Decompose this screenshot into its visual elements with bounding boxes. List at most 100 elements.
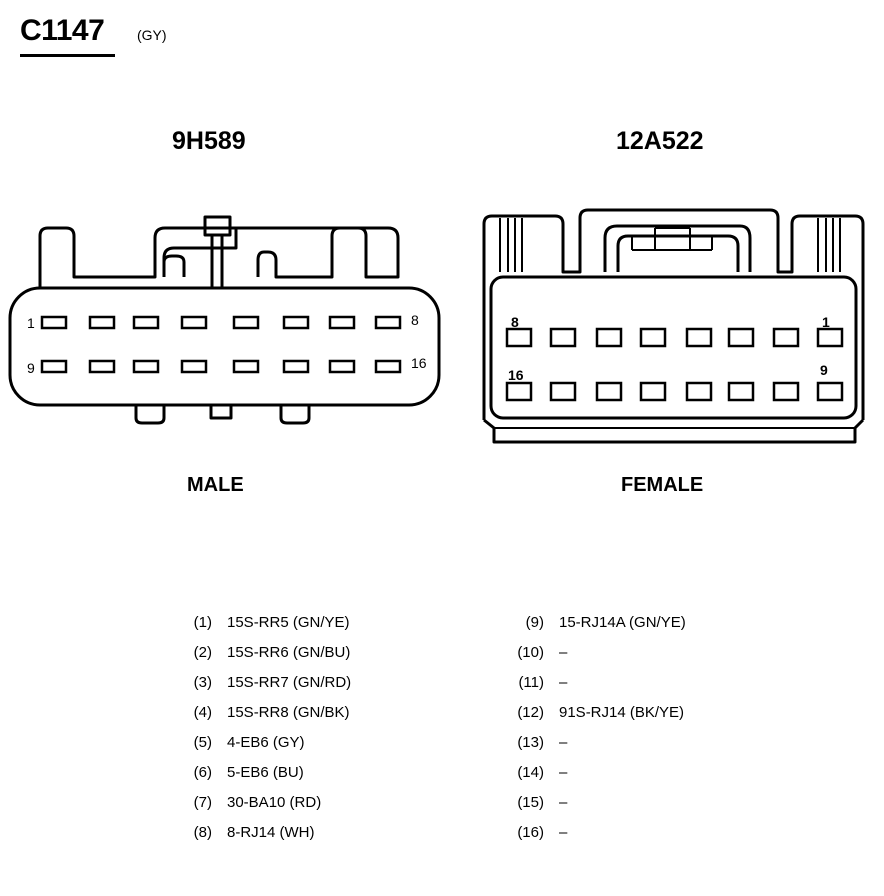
pinout-row: (15) [0, 794, 544, 814]
male-pin-cavity [88, 359, 116, 374]
pinout-row: (2) [0, 644, 212, 664]
male-pin-cavities [40, 315, 402, 374]
male-peg-left [134, 405, 166, 425]
pinout-row: (4) [0, 704, 212, 724]
connector-color-code: (GY) [137, 27, 167, 43]
male-peg-right [279, 405, 311, 425]
circuit-label: 8-RJ14 (WH) [227, 824, 315, 841]
female-pin-cavity [772, 327, 800, 348]
female-part-number: 12A522 [616, 127, 704, 155]
female-pin-label-9: 9 [820, 362, 828, 378]
circuit-label: 30-BA10 (RD) [227, 794, 322, 811]
pinout-row: (7) [0, 794, 212, 814]
male-pin-cavity [328, 315, 356, 330]
pinout-row: (1) [0, 614, 212, 634]
circuit-label: 15S-RR5 (GN/YE) [227, 614, 350, 631]
pin-number: (4) [193, 704, 212, 721]
circuit-label: 15-RJ14A (GN/YE) [559, 614, 686, 631]
pin-number: (5) [193, 734, 212, 751]
male-pin-cavity [88, 315, 116, 330]
pin-number: (1) [193, 614, 212, 631]
pin-number: (11) [518, 674, 544, 691]
male-pin-cavity [282, 359, 310, 374]
female-connector-shell [482, 208, 865, 420]
female-gender-label: FEMALE [621, 474, 704, 496]
circuit-label: – [559, 764, 568, 781]
female-latch-detail [603, 224, 752, 272]
circuit-label: 4-EB6 (GY) [227, 734, 305, 751]
pin-number: (16) [517, 824, 544, 841]
female-right-ear-ribs [817, 218, 841, 272]
female-pin-cavity [595, 381, 623, 402]
male-pin-cavity [40, 315, 68, 330]
male-pin-cavity [132, 315, 160, 330]
male-pin-label-1: 1 [27, 315, 35, 331]
female-pin-label-8: 8 [511, 314, 519, 330]
female-pin-cavity [549, 327, 577, 348]
female-pin-cavity [639, 327, 667, 348]
pin-number: (9) [525, 614, 544, 631]
female-pin-cavity [816, 327, 844, 348]
female-pin-label-16: 16 [508, 367, 524, 383]
male-connector-top-profile [38, 226, 400, 288]
circuit-label: – [559, 674, 568, 691]
male-pin-label-8: 8 [411, 312, 419, 328]
pinout-row: (9) [0, 614, 544, 634]
female-pin-cavity [772, 381, 800, 402]
connector-id: C1147 [20, 14, 105, 47]
female-pin-label-1: 1 [822, 314, 830, 330]
male-part-number: 9H589 [172, 127, 246, 155]
circuit-label: – [559, 794, 568, 811]
female-pin-cavity [685, 327, 713, 348]
male-pin-cavity [232, 315, 260, 330]
male-peg-middle [209, 405, 233, 420]
pinout-row: (11) [0, 674, 544, 694]
female-pin-cavity [727, 327, 755, 348]
female-pin-cavity [595, 327, 623, 348]
circuit-label: 5-EB6 (BU) [227, 764, 304, 781]
female-pin-cavity [505, 327, 533, 348]
female-pin-cavity [727, 381, 755, 402]
circuit-label: – [559, 734, 568, 751]
female-connector-skirt [483, 418, 865, 444]
pin-number: (8) [193, 824, 212, 841]
male-pin-cavity [180, 315, 208, 330]
male-pin-cavity [132, 359, 160, 374]
pin-number: (6) [193, 764, 212, 781]
pin-number: (10) [517, 644, 544, 661]
female-pin-cavities [505, 327, 844, 402]
pinout-row: (13) [0, 734, 544, 754]
pinout-row: (8) [0, 824, 212, 844]
male-pin-cavity [40, 359, 68, 374]
female-connector-drawing [482, 208, 865, 444]
male-pin-cavity [374, 315, 402, 330]
female-pin-cavity [639, 381, 667, 402]
pin-number: (12) [517, 704, 544, 721]
male-pin-label-9: 9 [27, 360, 35, 376]
pin-number: (3) [193, 674, 212, 691]
male-latch [203, 215, 232, 237]
title-underline [20, 54, 115, 57]
pinout-row: (6) [0, 764, 212, 784]
female-left-ear-ribs [499, 218, 523, 272]
circuit-label: – [559, 824, 568, 841]
circuit-label: 15S-RR7 (GN/RD) [227, 674, 352, 691]
circuit-label: 91S-RJ14 (BK/YE) [559, 704, 685, 721]
pinout-row: (3) [0, 674, 212, 694]
pinout-row: (10) [0, 644, 544, 664]
pin-number: (14) [517, 764, 544, 781]
circuit-label: – [559, 644, 568, 661]
pin-number: (7) [193, 794, 212, 811]
pin-number: (15) [517, 794, 544, 811]
female-latch-tab [631, 227, 713, 251]
pinout-row: (5) [0, 734, 212, 754]
male-pin-label-16: 16 [411, 355, 427, 371]
pin-number: (13) [517, 734, 544, 751]
female-connector-face [489, 275, 858, 420]
pinout-row: (16) [0, 824, 544, 844]
male-pin-cavity [282, 315, 310, 330]
circuit-label: 15S-RR8 (GN/BK) [227, 704, 350, 721]
female-pin-cavity [816, 381, 844, 402]
male-connector-drawing [8, 215, 441, 425]
